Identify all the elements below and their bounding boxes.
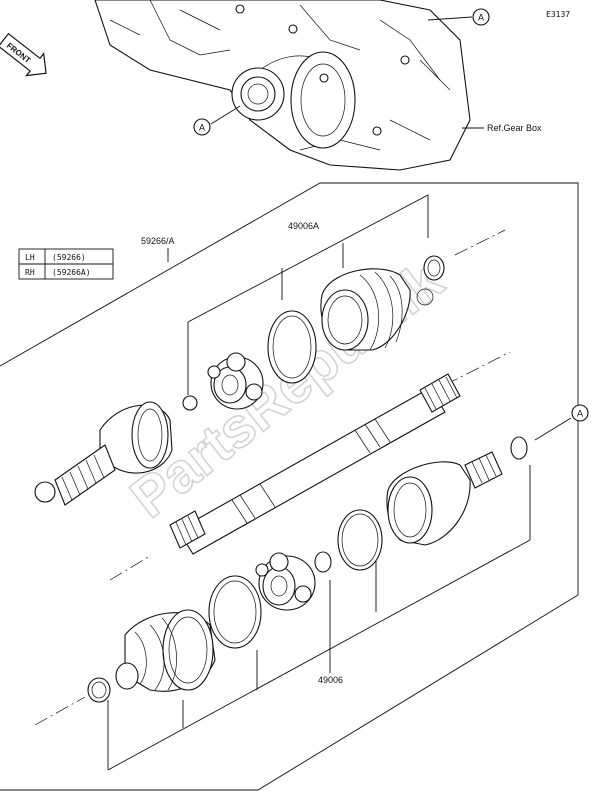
front-arrow-icon: FRONT [0,32,47,77]
boot-outer [115,609,216,692]
callout-a-top: A [472,8,490,26]
gear-box-illustration [94,0,471,171]
snap-ring-mid [314,551,332,573]
diagram-code: E3137 [546,10,570,19]
part-number-boot-kit-inner: 49006A [288,221,319,231]
cv-joint-inner-right [386,451,503,546]
assembly-frame [0,182,579,791]
legend-rh-part: (59266A) [52,268,91,277]
boot-band-large-mid [337,509,383,571]
boot-inner [320,268,434,351]
snap-ring-top [182,395,198,411]
ref-gear-box-note: Ref.Gear Box [487,123,542,133]
legend-lh-part: (59266) [52,253,86,262]
svg-text:A: A [478,13,484,23]
svg-text:A: A [199,123,205,133]
boot-band-large-bottom [208,575,262,649]
svg-text:A: A [577,409,583,419]
legend-lh-side: LH [25,253,35,262]
cv-joint-outer-left [34,401,173,506]
boot-clamp-small-top [423,255,445,281]
callout-a-seal: A [193,118,211,136]
tripod-joint-bottom [255,552,316,611]
boot-band-large-top [267,310,317,384]
drive-shaft [169,373,461,555]
side-legend-table: LH (59266) RH (59266A) [18,248,114,280]
part-number-boot-kit-outer: 49006 [318,675,343,685]
callout-a-right: A [571,404,589,422]
snap-ring-right [510,436,528,460]
tripod-joint-top [207,352,264,410]
part-number-shaft-assy: 59266/A [141,236,175,246]
boot-clamp-small-bottom [87,677,111,703]
legend-rh-side: RH [25,268,35,277]
